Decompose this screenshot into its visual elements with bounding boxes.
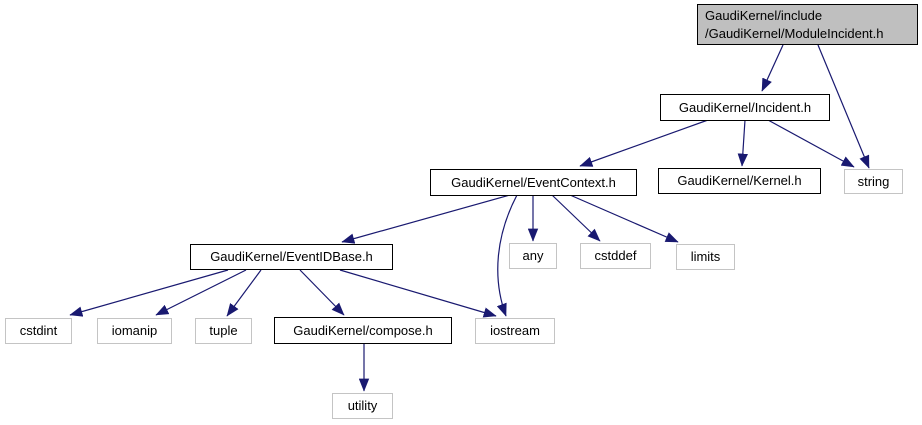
node-iomanip: iomanip [97, 318, 172, 344]
node-gaudikernel-eventidbase-h[interactable]: GaudiKernel/EventIDBase.h [190, 244, 393, 270]
edge-event_id_base-compose [299, 269, 345, 316]
edge-incident-event_context [579, 119, 709, 167]
edge-incident-string [767, 119, 855, 168]
edge-event_id_base-cstdint [69, 269, 229, 317]
node-gaudikernel-kernel-h[interactable]: GaudiKernel/Kernel.h [658, 168, 821, 194]
node-string: string [844, 169, 903, 194]
node-gaudikernel-compose-h[interactable]: GaudiKernel/compose.h [274, 317, 452, 344]
node-any: any [509, 243, 557, 269]
edge-event_id_base-iomanip [155, 269, 247, 316]
edge-incident-kernel [737, 119, 748, 167]
node-limits: limits [676, 244, 735, 270]
node-gaudikernel-incident-h[interactable]: GaudiKernel/Incident.h [660, 94, 830, 121]
node-tuple: tuple [195, 318, 252, 344]
node-cstdint: cstdint [5, 318, 72, 344]
node-iostream: iostream [475, 318, 555, 344]
node-utility: utility [332, 393, 393, 419]
edge-module_incident-incident [761, 44, 784, 92]
node-gaudikernel-moduleincident-h: GaudiKernel/include /GaudiKernel/ModuleI… [697, 4, 918, 45]
edge-event_context-limits [569, 194, 679, 243]
edge-event_id_base-iostream [339, 269, 497, 318]
node-gaudikernel-eventcontext-h[interactable]: GaudiKernel/EventContext.h [430, 169, 637, 196]
edge-event_context-cstddef [551, 194, 601, 242]
node-cstddef: cstddef [580, 243, 651, 269]
edge-event_id_base-tuple [226, 269, 262, 317]
edge-module_incident-string [817, 44, 870, 169]
edge-event_context-iostream [496, 194, 518, 317]
edge-event_context-event_id_base [341, 194, 511, 244]
